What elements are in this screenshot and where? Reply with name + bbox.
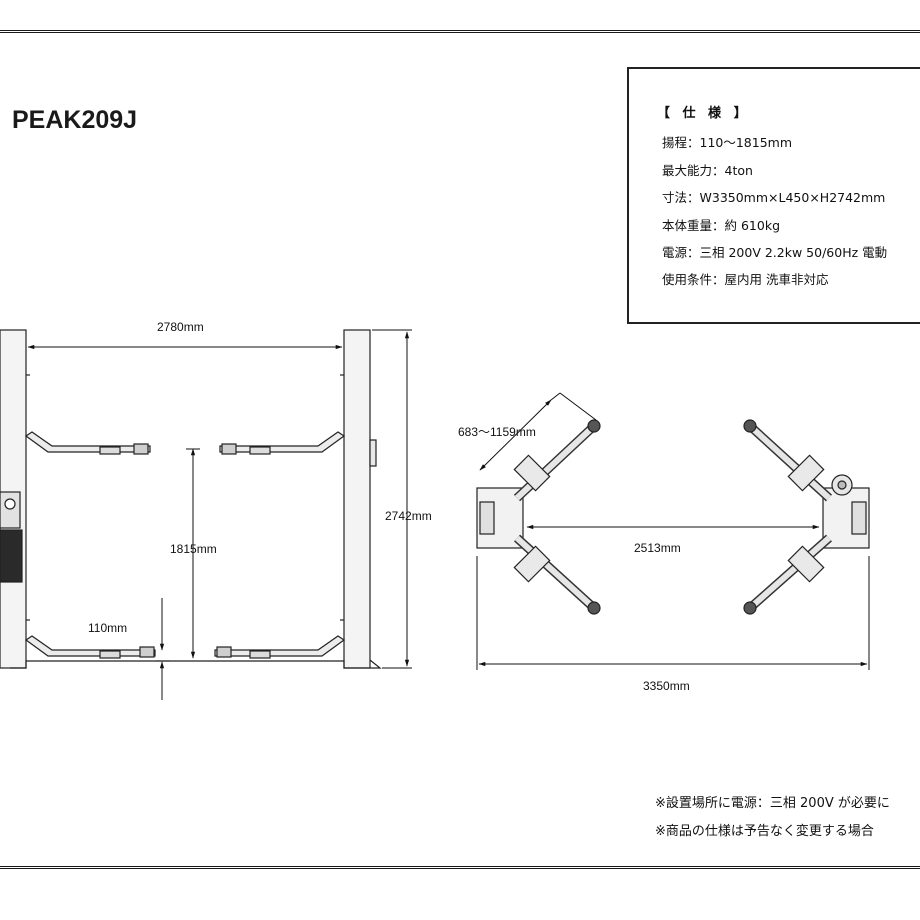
front-min-height-label: 110mm bbox=[88, 621, 127, 635]
lower-right-arm bbox=[214, 635, 346, 657]
right-post bbox=[343, 329, 371, 669]
top-overall-width-label: 3350mm bbox=[643, 679, 690, 693]
upper-right-arm bbox=[219, 431, 346, 453]
bottom-frame-line bbox=[0, 866, 920, 869]
top-dimensions bbox=[476, 392, 870, 670]
note-spec-change: ※商品の仕様は予告なく変更する場合 bbox=[655, 824, 874, 839]
spec-row-power: 電源：三相 200V 2.2kw 50/60Hz 電動 bbox=[662, 245, 888, 260]
front-dimensions bbox=[27, 329, 412, 700]
spec-heading: 【 仕 様 】 bbox=[657, 106, 751, 121]
spec-box: 【 仕 様 】 揚程：110〜1815mm 最大能力：4ton 寸法：W3350… bbox=[627, 67, 920, 324]
front-total-height-label: 2742mm bbox=[385, 509, 432, 523]
upper-left-arm bbox=[24, 431, 151, 453]
motor-unit bbox=[0, 529, 23, 583]
lower-left-arm bbox=[24, 635, 156, 657]
top-frame-line bbox=[0, 30, 920, 33]
note-power-requirement: ※設置場所に電源：三相 200V が必要に bbox=[655, 796, 890, 811]
top-arm-length-label: 683〜1159mm bbox=[458, 425, 536, 439]
front-view bbox=[0, 329, 382, 669]
spec-row-conditions: 使用条件：屋内用 洗車非対応 bbox=[662, 272, 829, 287]
front-width-label: 2780mm bbox=[157, 320, 204, 334]
control-box bbox=[0, 491, 21, 529]
front-lift-height-label: 1815mm bbox=[170, 542, 217, 556]
model-title: PEAK209J bbox=[12, 106, 138, 134]
spec-row-capacity: 最大能力：4ton bbox=[662, 163, 753, 178]
top-view bbox=[476, 419, 870, 615]
top-inner-width-label: 2513mm bbox=[634, 541, 681, 555]
spec-row-stroke: 揚程：110〜1815mm bbox=[662, 135, 793, 150]
spec-row-dimensions: 寸法：W3350mm×L450×H2742mm bbox=[662, 190, 886, 205]
spec-row-weight: 本体重量：約 610kg bbox=[662, 218, 781, 233]
